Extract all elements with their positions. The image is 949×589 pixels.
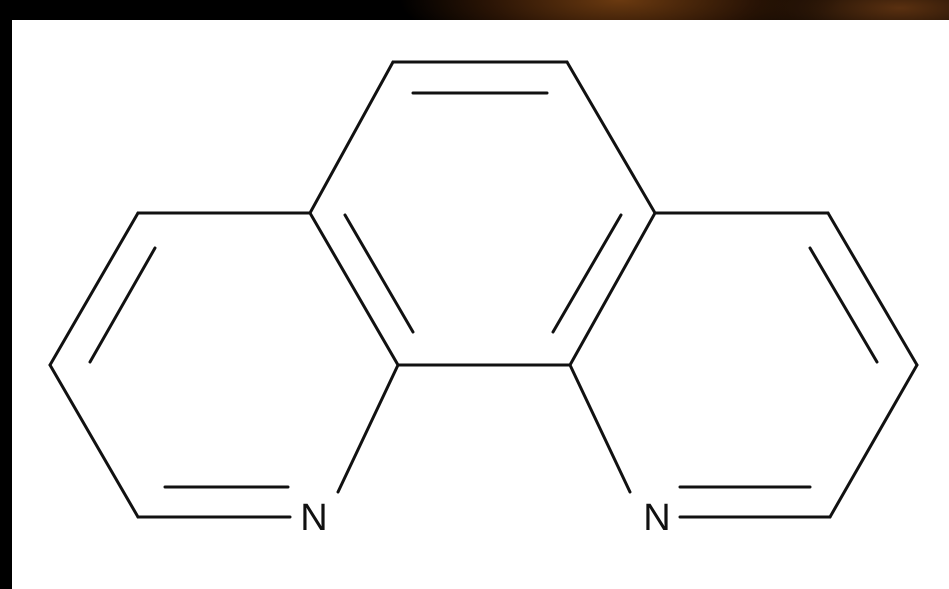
bond-right-upper-right	[826, 211, 919, 367]
phenanthroline-structure: N N	[48, 60, 919, 539]
bond-center-upper-left	[308, 60, 395, 215]
bond-center-upper-right	[565, 60, 657, 215]
bond-right-lower-right	[828, 363, 919, 519]
bond-right-upper-right-inner	[808, 246, 879, 364]
bond-left-upper-left-inner	[88, 246, 157, 364]
atom-label-n2: N	[643, 497, 670, 539]
atom-label-n1: N	[300, 497, 327, 539]
bond-center-left-upper	[308, 211, 400, 367]
bond-left-upper-left	[48, 211, 140, 367]
bond-n2-c10a	[568, 363, 632, 494]
bond-center-right-upper	[568, 211, 657, 367]
bond-center-left-upper-inner	[343, 213, 415, 334]
bond-center-right-upper-inner	[551, 213, 623, 334]
bond-left-lower-left	[48, 363, 140, 519]
bond-n1-c10b	[336, 363, 400, 494]
structure-canvas: N N	[12, 20, 949, 589]
